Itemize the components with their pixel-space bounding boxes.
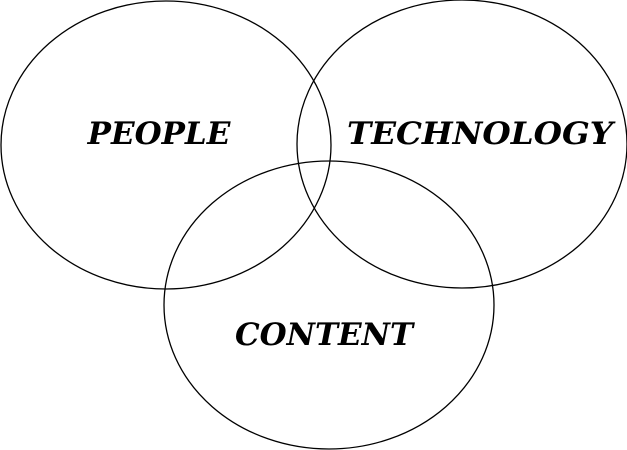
- technology-circle: [296, 0, 627, 289]
- content-circle: [163, 160, 495, 450]
- people-label: PEOPLE: [87, 116, 231, 152]
- technology-label: TECHNOLOGY: [347, 116, 616, 152]
- people-circle: [0, 0, 332, 290]
- content-label: CONTENT: [235, 317, 415, 353]
